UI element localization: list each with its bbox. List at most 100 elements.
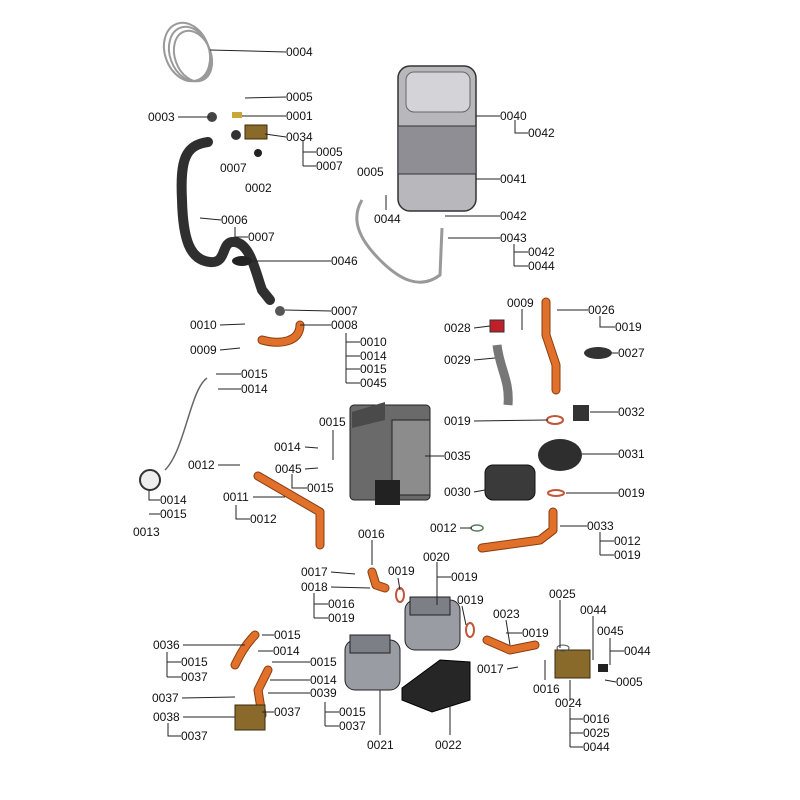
part-number-label: 0037 (274, 705, 301, 719)
part-number-label: 0015 (319, 415, 346, 429)
leader-line (473, 325, 491, 329)
expansion-vessel-part (397, 65, 477, 212)
part-number-label: 0042 (528, 126, 555, 140)
leader-line (244, 96, 287, 99)
part-number-label: 0015 (307, 481, 334, 495)
leader-line (461, 605, 467, 626)
part-number-label: 0015 (181, 655, 208, 669)
part-number-label: 0034 (286, 130, 313, 144)
part-number-label: 0025 (549, 587, 576, 601)
flex-hose-part (355, 199, 444, 284)
leader-line (209, 49, 287, 53)
part-number-label: 0041 (500, 172, 527, 186)
valve-0024-part (554, 649, 591, 679)
part-number-label: 0010 (360, 335, 387, 349)
leader-line (235, 505, 250, 520)
part-number-label: 0015 (360, 362, 387, 376)
leader-line (506, 666, 519, 670)
part-number-label: 0042 (500, 209, 527, 223)
part-number-label: 0037 (339, 719, 366, 733)
leader-line (473, 489, 486, 493)
leader-line (181, 696, 236, 699)
part-number-label: 0012 (614, 534, 641, 548)
part-number-label: 0044 (580, 603, 607, 617)
part-number-label: 0035 (444, 449, 471, 463)
part-number-label: 0005 (316, 145, 343, 159)
leader-line (330, 586, 371, 589)
leader-line (599, 316, 615, 328)
part-number-label: 0012 (188, 458, 215, 472)
part-number-label: 0015 (274, 628, 301, 642)
part-number-label: 0019 (451, 570, 478, 584)
part-number-label: 0025 (583, 726, 610, 740)
part-number-label: 0012 (250, 512, 277, 526)
gasket-0027-part (584, 347, 612, 359)
part-number-label: 0005 (286, 90, 313, 104)
part-number-label: 0045 (597, 624, 624, 638)
part-number-label: 0019 (522, 626, 549, 640)
part-number-label: 0014 (273, 644, 300, 658)
seal-ring-part (232, 256, 252, 266)
part-number-label: 0022 (435, 738, 462, 752)
part-number-label: 0016 (358, 527, 385, 541)
part-number-label: 0029 (444, 353, 471, 367)
part-number-label: 0004 (286, 45, 313, 59)
part-number-label: 0044 (374, 212, 401, 226)
part-number-label: 0015 (339, 705, 366, 719)
part-number-label: 0045 (275, 462, 302, 476)
leader-line (166, 652, 181, 678)
leader-line (304, 467, 319, 470)
part-number-label: 0005 (616, 675, 643, 689)
part-number-label: 0028 (444, 321, 471, 335)
part-number-label: 0006 (221, 213, 248, 227)
leader-line (148, 490, 160, 515)
part-number-label: 0007 (248, 230, 275, 244)
leader-line (291, 474, 307, 489)
part-number-label: 0009 (507, 296, 534, 310)
part-number-label: 0007 (331, 304, 358, 318)
part-number-label: 0015 (160, 507, 187, 521)
valve-fittings-part (207, 112, 285, 316)
hose-coil-part (162, 21, 214, 83)
part-number-label: 0013 (133, 525, 160, 539)
part-number-label: 0044 (583, 740, 610, 754)
part-number-label: 0017 (301, 565, 328, 579)
leader-line (473, 419, 549, 422)
part-number-label: 0026 (588, 303, 615, 317)
part-number-label: 0014 (274, 440, 301, 454)
part-number-label: 0015 (241, 367, 268, 381)
part-number-label: 0021 (367, 738, 394, 752)
part-number-label: 0007 (220, 161, 247, 175)
part-number-label: 0045 (360, 376, 387, 390)
part-number-label: 0043 (500, 231, 527, 245)
leader-line (219, 347, 241, 351)
leader-line (304, 446, 319, 449)
part-number-label: 0037 (152, 691, 179, 705)
part-number-label: 0002 (245, 181, 272, 195)
part-number-label: 0009 (190, 343, 217, 357)
pump-motor-0030-part (484, 464, 536, 501)
part-number-label: 0019 (618, 486, 645, 500)
pump-0020-part (404, 596, 461, 651)
part-number-label: 0016 (583, 712, 610, 726)
leader-line (264, 133, 287, 138)
part-number-label: 0023 (493, 607, 520, 621)
leader-line (199, 217, 222, 221)
part-number-label: 0019 (388, 564, 415, 578)
part-number-label: 0024 (555, 696, 582, 710)
pump-0021-part (344, 634, 401, 691)
capillary-line-part (164, 377, 208, 471)
leader-line (569, 708, 583, 748)
part-number-label: 0014 (310, 673, 337, 687)
part-number-label: 0008 (331, 318, 358, 332)
part-number-label: 0037 (181, 670, 208, 684)
leader-line (604, 679, 617, 683)
leader-line (473, 357, 496, 361)
part-number-label: 0036 (153, 638, 180, 652)
part-number-label: 0015 (310, 655, 337, 669)
black-pipe-part (176, 137, 275, 305)
leader-line (345, 333, 360, 384)
part-number-label: 0019 (328, 611, 355, 625)
